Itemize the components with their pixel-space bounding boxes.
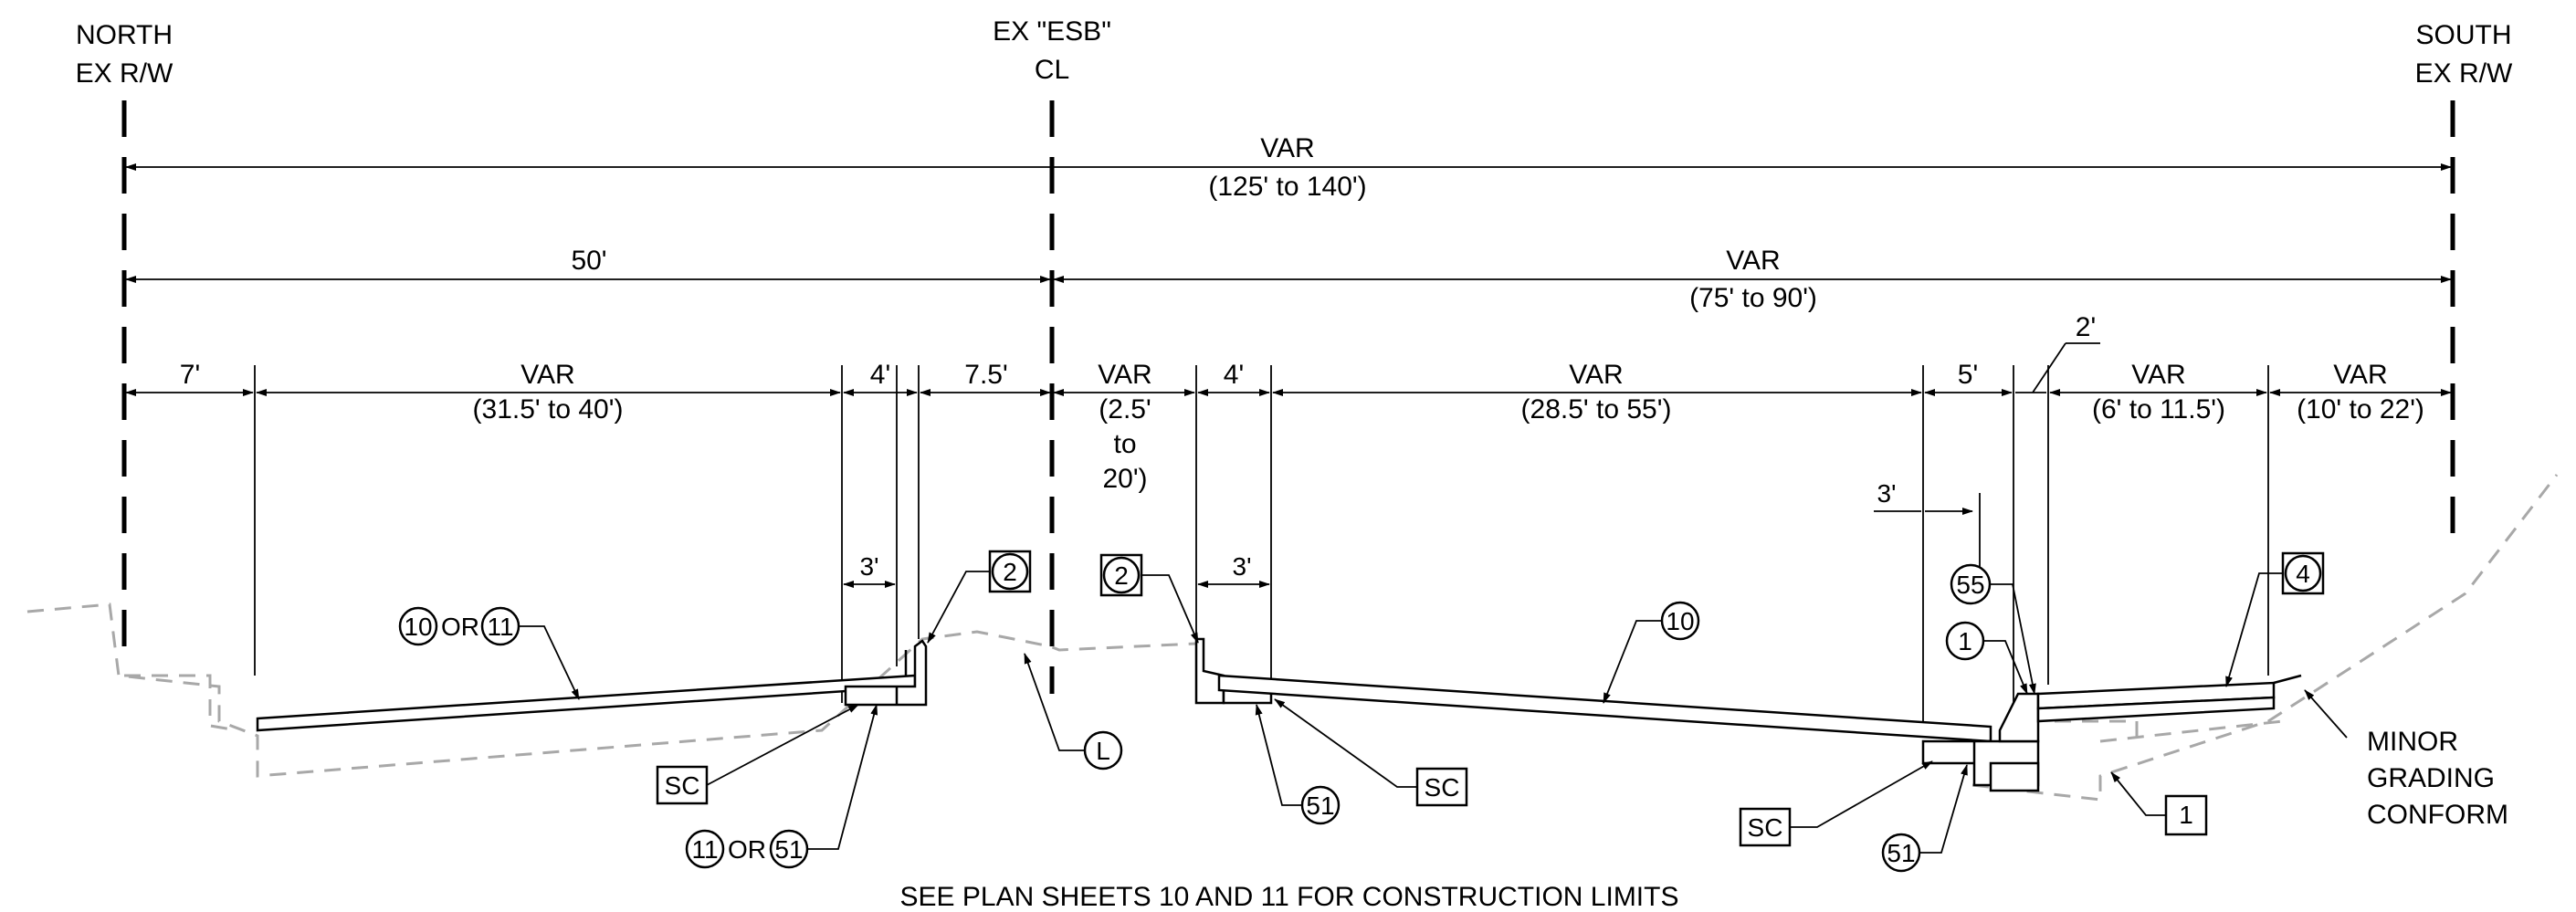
seg-7-5-label: 7.5' [964,360,1007,390]
north-half-dim-label: 50' [571,246,606,276]
callout-51-south-leader [1919,764,1968,854]
callout-1-text: 1 [1958,627,1972,655]
south-half-dim-label: VAR [1726,246,1780,276]
existing-ground-dash-right [2055,719,2284,743]
callout-10-north-text: 10 [404,613,432,641]
callout-55-leader [1990,583,2036,695]
seg-s-var-b-range: (28.5' to 55') [1521,394,1672,425]
south-sidewalk-tip [2273,674,2302,685]
north-label-line2: EX R/W [76,58,173,89]
existing-ground-line [26,474,2559,802]
box-callout-2-south-circle [1102,556,1141,594]
seg-s-var-a-line4: 20') [1102,464,1147,494]
south-label-line1: SOUTH [2416,20,2512,50]
seg-s-5-label: 5' [1958,360,1978,390]
south-sidewalk-base [2036,696,2276,723]
callout-L-text: L [1096,737,1110,765]
south-center-curb [1194,637,1225,705]
south-edge-lower-base [1989,761,2040,792]
north-label-line1: NORTH [76,20,173,50]
south-half-dim-range: (75' to 90') [1689,283,1817,313]
box-callout-2-north-text: 2 [1003,558,1017,586]
box-callout-2-north-leader [927,571,990,644]
seg-s-var-a-label: VAR [1098,360,1151,390]
seg-s-var-a-line2: (2.5' [1099,394,1151,425]
three-ft-south-label: 3' [1233,552,1252,581]
callout-10-south-leader [1603,620,1662,704]
callout-51-bottom-text: 51 [774,835,803,864]
callout-L-leader [1024,653,1085,751]
seg-s-var-c-range: (6' to 11.5') [2092,394,2225,425]
callout-or-bottom: OR [728,835,766,864]
minor-grading-line1: MINOR [2367,727,2458,757]
north-pavement [256,674,917,732]
seg-s-var-a-line3: to [1113,429,1136,459]
callout-11-bottom [685,829,725,869]
sc-callout-north-leader [706,704,859,786]
seg-n-4-label: 4' [870,360,890,390]
callout-or-north: OR [441,613,479,641]
callout-11-bottom-text: 11 [691,835,718,864]
box-callout-1-leader [2110,771,2166,816]
centerline-label-line1: EX "ESB" [993,16,1111,47]
sc-callout-south-leader [1790,760,1933,828]
callout-51-center-leader [1255,704,1302,806]
seg-s-var-d-range: (10' to 22') [2297,394,2424,425]
south-label-line2: EX R/W [2415,58,2513,89]
existing-ground-dash-left [124,674,238,732]
overall-dim-range: (125' to 140') [1208,172,1366,202]
sc-callout-south [1739,807,1792,847]
footer-note: SEE PLAN SHEETS 10 AND 11 FOR CONSTRUCTI… [900,882,1679,912]
seg-s-var-d-label: VAR [2333,360,2387,390]
sc-callout-north-text: SC [665,771,700,800]
seg-7-label: 7' [180,360,200,390]
overall-dim-label: VAR [1260,133,1314,163]
box-callout-1 [2164,794,2208,836]
callout-51-bottom-leader [807,704,878,850]
callout-11-north-text: 11 [487,613,513,641]
box-callout-2-north-circle [991,552,1029,591]
callout-10-north [398,606,438,646]
seg-s-2-leader [2032,342,2066,393]
callout-1-leader [1983,640,2028,695]
sc-callout-center-leader [1274,698,1417,788]
three-ft-east-label: 3' [1877,479,1897,508]
south-pavement [1217,674,1992,743]
callout-10-north-leader [519,625,580,700]
seg-n-var-range: (31.5' to 40') [473,394,624,425]
seg-n-var-label: VAR [520,360,574,390]
seg-s-4-label: 4' [1224,360,1244,390]
box-callout-4-text: 4 [2296,560,2310,588]
box-callout-1-text: 1 [2179,801,2193,829]
minor-grading-line3: CONFORM [2367,800,2508,830]
minor-grading-line2: GRADING [2367,763,2495,793]
box-callout-2-south-text: 2 [1114,561,1129,590]
seg-s-var-c-label: VAR [2131,360,2185,390]
box-callout-2-south-leader [1141,574,1199,644]
sc-callout-south-text: SC [1748,813,1783,842]
callout-55-text: 55 [1956,571,1984,599]
minor-grading-leader [2304,689,2348,739]
three-ft-north-label: 3' [860,552,879,581]
seg-s-2-label: 2' [2076,312,2096,342]
box-callout-4-leader [2225,572,2283,687]
sc-callout-north [656,765,709,805]
callout-10-south-text: 10 [1666,607,1694,635]
segment-extension-lines [254,365,2269,730]
callout-51-south-text: 51 [1887,839,1915,867]
callout-51-center-text: 51 [1306,791,1334,820]
sc-callout-center [1415,767,1468,807]
sc-callout-center-text: SC [1425,773,1460,802]
seg-s-var-b-label: VAR [1569,360,1623,390]
box-callout-4-circle [2284,554,2322,592]
south-edge-curb-wall [1998,692,2040,743]
centerline-label-line2: CL [1035,55,1069,85]
